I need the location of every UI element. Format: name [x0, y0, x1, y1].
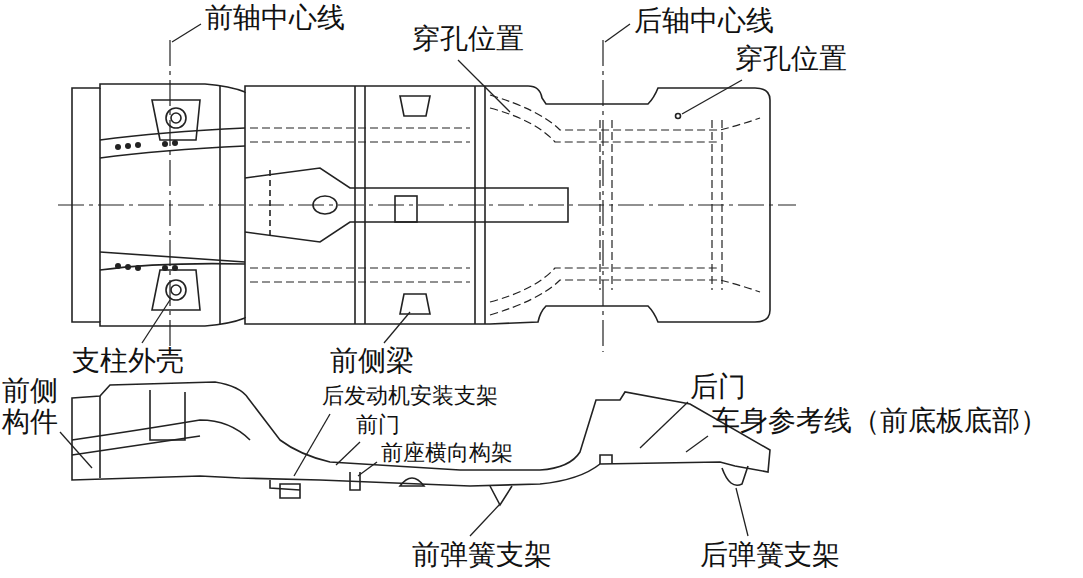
part-label: 前侧梁 — [330, 346, 414, 377]
hole-label: 穿孔位置 — [735, 44, 847, 75]
part-label: 后发动机安装支架 — [322, 384, 498, 408]
part-label: 前门 — [356, 413, 400, 437]
axle-line-label: 前轴中心线 — [205, 3, 345, 34]
axle-line-label: 后轴中心线 — [634, 6, 774, 37]
part-label: 后弹簧支架 — [700, 540, 840, 571]
part-label: 前侧 构件 — [2, 376, 61, 438]
part-label: 支柱外壳 — [72, 346, 184, 377]
part-label: 后门 — [690, 372, 746, 403]
hole-label: 穿孔位置 — [412, 24, 524, 55]
part-label: 前座横向构架 — [381, 441, 513, 465]
reference-line-label: 车身参考线（前底板底部） — [712, 406, 1048, 437]
part-label: 前弹簧支架 — [412, 540, 552, 571]
